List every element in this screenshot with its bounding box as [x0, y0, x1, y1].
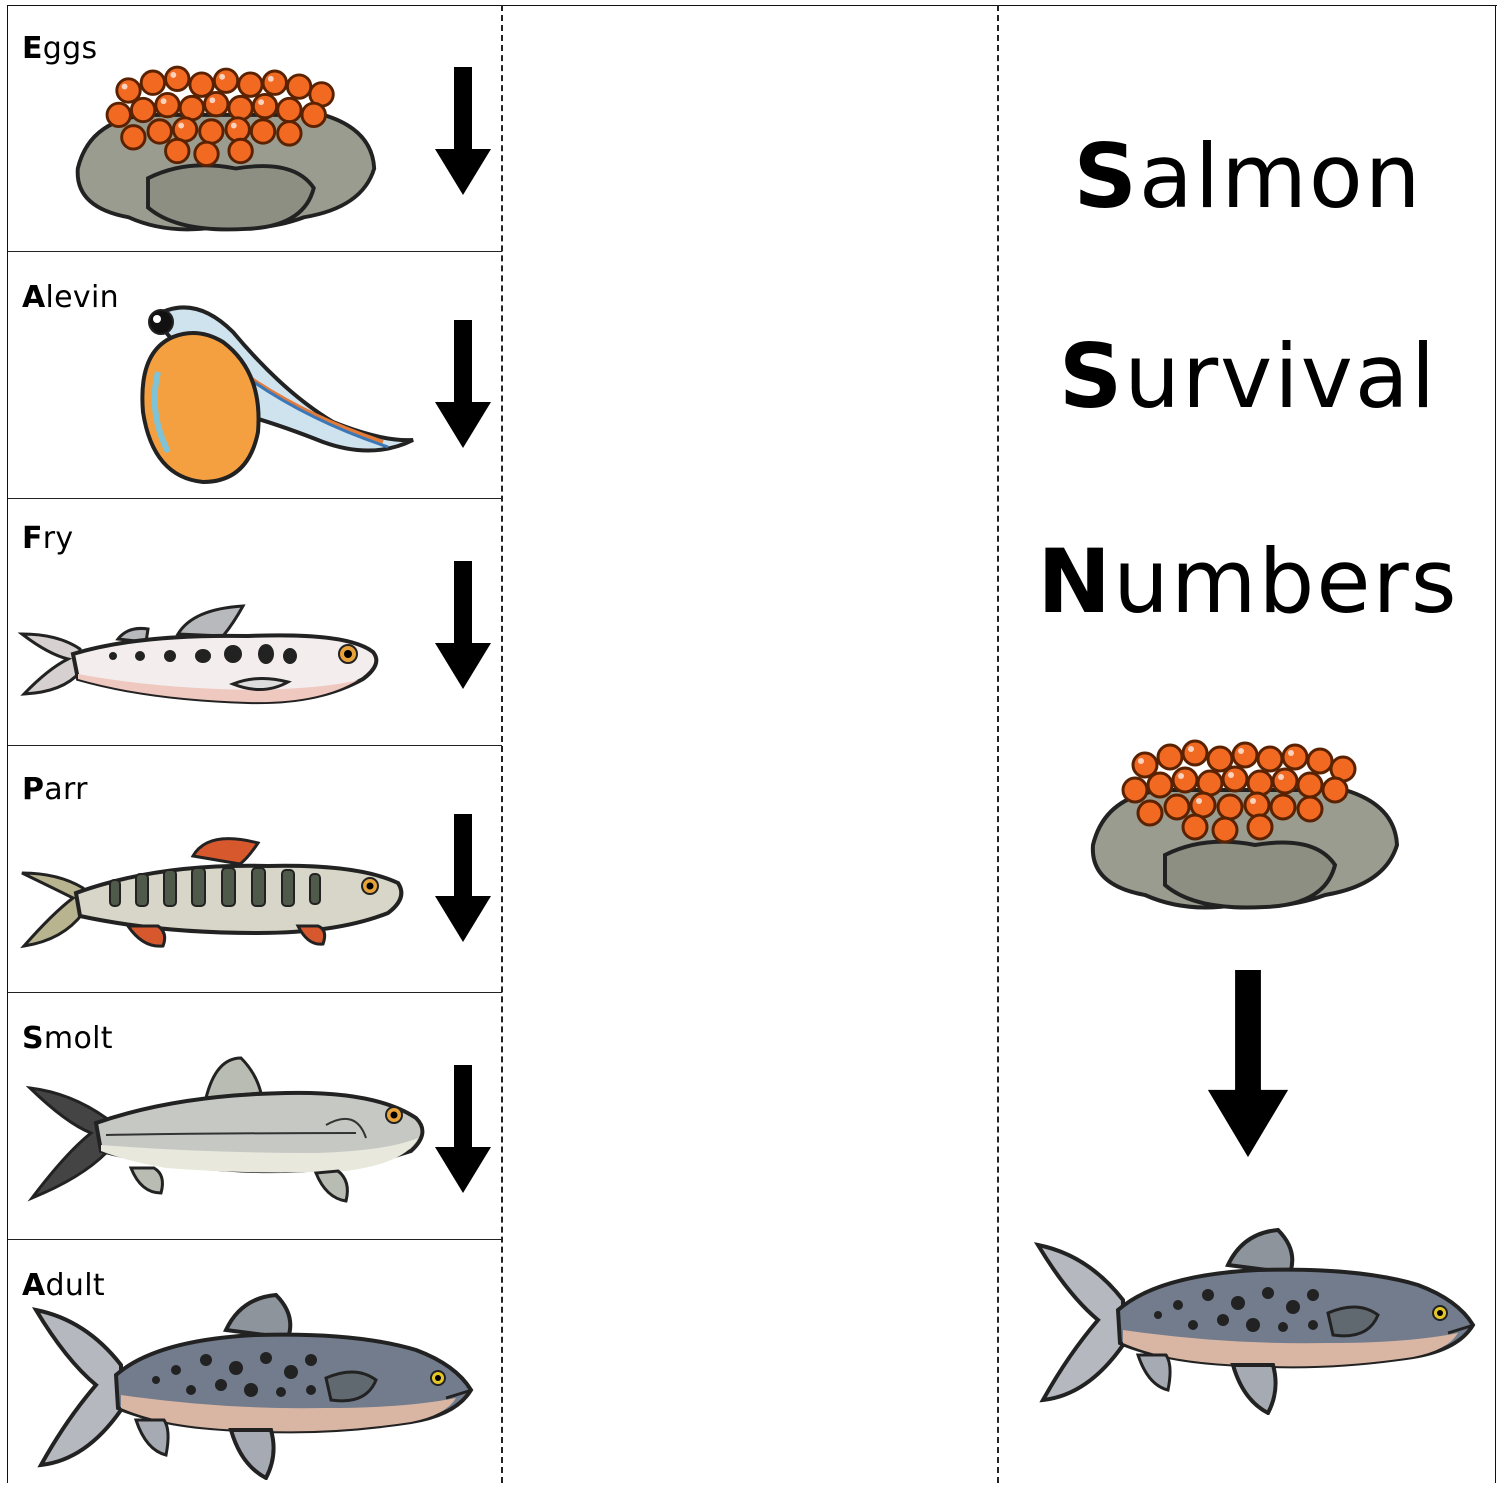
- stage-label-fry: Fry: [22, 521, 74, 556]
- stage-card-smolt: Smolt: [8, 993, 502, 1240]
- stage-card-eggs: Eggs: [8, 5, 502, 252]
- smolt-illustration: [26, 1053, 426, 1208]
- down-arrow-icon: [433, 561, 493, 691]
- fry-illustration: [18, 604, 383, 714]
- alevin-illustration: [133, 292, 423, 487]
- stage-card-alevin: Alevin: [8, 252, 502, 499]
- title-down-arrow-icon: [1205, 970, 1291, 1160]
- down-arrow-icon: [433, 1065, 493, 1195]
- adult-illustration: [26, 1290, 476, 1480]
- cut-line-right: [997, 5, 999, 1483]
- parr-illustration: [18, 828, 408, 958]
- title-adult-illustration: [1028, 1225, 1478, 1415]
- title-line-1: Salmon: [1000, 125, 1496, 228]
- eggs-illustration: [70, 60, 382, 238]
- title-eggs-illustration: [1085, 735, 1405, 915]
- title-line-3: Numbers: [1000, 530, 1496, 633]
- title-line-2: Survival: [1000, 325, 1496, 428]
- stage-label-parr: Parr: [22, 772, 88, 807]
- stage-card-fry: Fry: [8, 499, 502, 746]
- down-arrow-icon: [433, 814, 493, 944]
- stage-label-alevin: Alevin: [22, 280, 119, 315]
- down-arrow-icon: [433, 320, 493, 450]
- stage-card-adult: Adult: [8, 1240, 502, 1480]
- stage-label-smolt: Smolt: [22, 1021, 113, 1056]
- stage-card-parr: Parr: [8, 746, 502, 993]
- down-arrow-icon: [433, 67, 493, 197]
